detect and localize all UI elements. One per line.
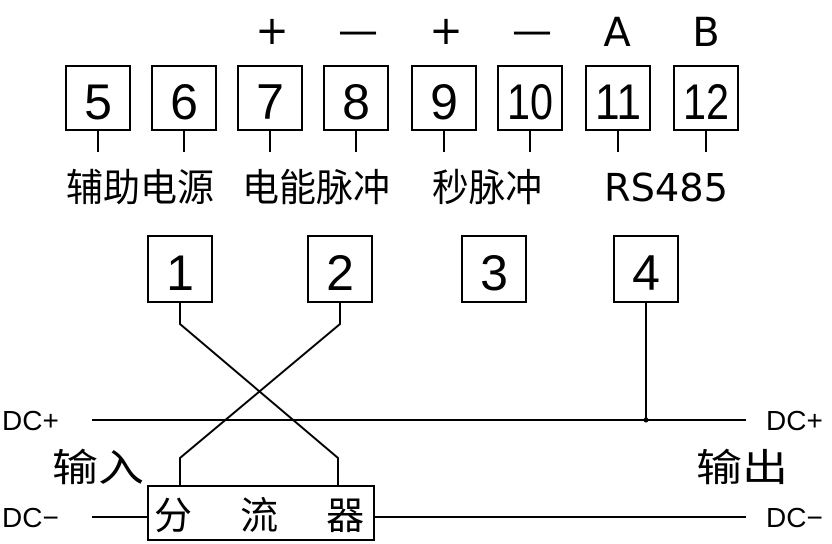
terminal-7-number: 7 bbox=[256, 74, 284, 130]
input-label: 输入 bbox=[52, 446, 144, 490]
terminal-6: 6 bbox=[151, 65, 217, 152]
terminal-4: 4 bbox=[613, 235, 679, 303]
dc-plus-label-right: DC+ bbox=[766, 405, 823, 436]
terminal-10-number: 10 bbox=[507, 74, 553, 130]
shunt-label: 分 流 器 bbox=[154, 494, 382, 538]
polarity-mark-7: + bbox=[255, 8, 289, 54]
terminal-1-number: 1 bbox=[166, 245, 194, 301]
wire-terminal-1-to-shunt-right bbox=[179, 302, 339, 486]
terminal-9: 9 bbox=[411, 65, 477, 152]
terminal-11-number: 11 bbox=[595, 74, 641, 130]
terminal-12-number: 12 bbox=[683, 74, 729, 130]
terminal-5-number: 5 bbox=[84, 74, 112, 130]
terminal-2-number: 2 bbox=[326, 245, 354, 301]
terminal-5: 5 bbox=[65, 65, 131, 152]
terminal-1: 1 bbox=[147, 235, 213, 303]
terminal-11: 11 bbox=[585, 65, 651, 152]
dc-minus-label-right: DC− bbox=[766, 502, 823, 533]
signal-mark-a: A bbox=[603, 10, 631, 56]
terminal-8-number: 8 bbox=[342, 74, 370, 130]
rs485-label: RS485 bbox=[604, 166, 728, 210]
terminal-4-number: 4 bbox=[632, 245, 660, 301]
terminal-3: 3 bbox=[461, 235, 527, 303]
shunt: 分 流 器 bbox=[147, 485, 382, 541]
terminal-10: 10 bbox=[497, 65, 563, 152]
aux-power-label: 辅助电源 bbox=[66, 166, 214, 210]
dc-minus-label-left: DC− bbox=[2, 502, 59, 533]
output-label: 输出 bbox=[696, 446, 788, 490]
terminal-3-number: 3 bbox=[480, 245, 508, 301]
second-pulse-label: 秒脉冲 bbox=[432, 166, 542, 210]
wire-terminal-2-to-shunt-left bbox=[179, 302, 341, 486]
polarity-mark-10: — bbox=[512, 8, 552, 54]
terminal-12: 12 bbox=[673, 65, 739, 152]
terminal-2: 2 bbox=[307, 235, 373, 303]
signal-mark-b: B bbox=[692, 10, 719, 56]
terminal-7: 7 bbox=[237, 65, 303, 152]
polarity-mark-8: — bbox=[338, 8, 378, 54]
polarity-mark-9: + bbox=[429, 8, 463, 54]
terminal-9-number: 9 bbox=[430, 74, 458, 130]
energy-pulse-label: 电能脉冲 bbox=[242, 166, 390, 210]
terminal-8: 8 bbox=[323, 65, 389, 152]
dc-plus-label-left: DC+ bbox=[2, 405, 59, 436]
dc-plus-junction bbox=[643, 417, 649, 423]
terminal-6-number: 6 bbox=[170, 74, 198, 130]
